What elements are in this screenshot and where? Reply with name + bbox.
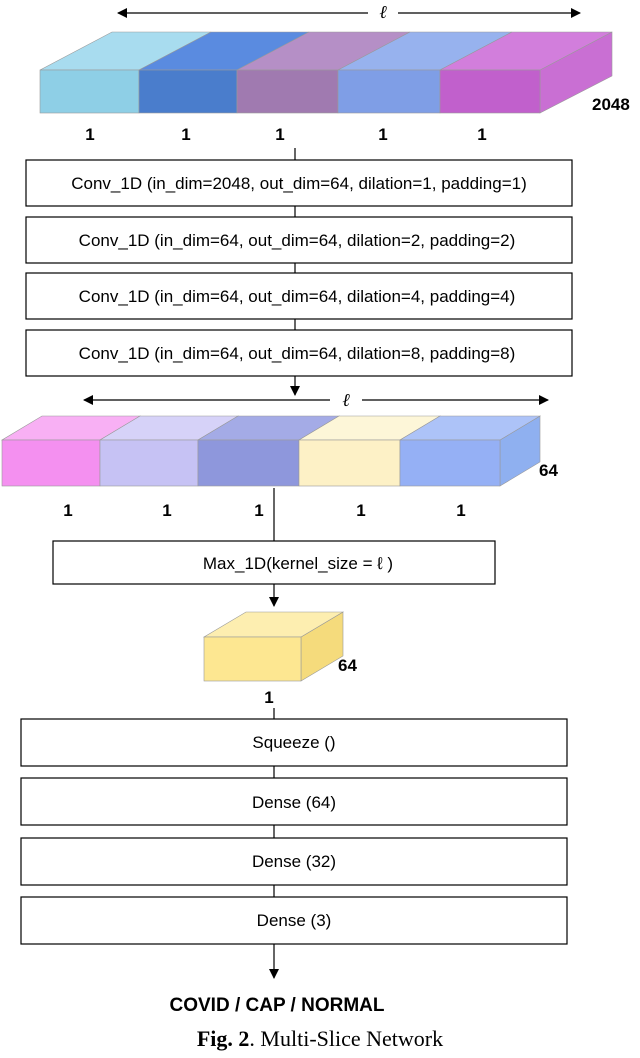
- dense-layer-1-box: [20, 718, 568, 767]
- conv-layer-3-label: Conv_1D (in_dim=64, out_dim=64, dilation…: [79, 287, 516, 306]
- input-slice-front-1: [39, 69, 140, 114]
- input-depth-label: 2048: [592, 95, 630, 114]
- input-slice-label-5: 1: [477, 125, 486, 144]
- mid-depth-label: 64: [539, 461, 558, 480]
- caption-text: . Multi-Slice Network: [249, 1026, 444, 1051]
- figure-caption: Fig. 2. Multi-Slice Network: [0, 1026, 640, 1052]
- conv-layer-2-box: [25, 216, 573, 264]
- mid-slice-label-1: 1: [63, 501, 72, 520]
- input-slice-front-4: [337, 69, 441, 114]
- dense-layer-3-box: [20, 837, 568, 886]
- conv-layer-1-label: Conv_1D (in_dim=2048, out_dim=64, dilati…: [71, 174, 527, 193]
- input-slice-label-2: 1: [181, 125, 190, 144]
- input-slice-label-4: 1: [378, 125, 387, 144]
- maxpool-label: Max_1D(kernel_size = ℓ ): [203, 554, 393, 573]
- pooled-depth-label: 64: [338, 656, 357, 675]
- input-slice-front-3: [236, 69, 339, 114]
- mid-slice-label-4: 1: [356, 501, 365, 520]
- dense-layer-4-box: [20, 896, 568, 945]
- input-length-symbol: ℓ: [379, 2, 387, 23]
- input-slice-label-1: 1: [85, 125, 94, 144]
- output-classes-label: COVID / CAP / NORMAL: [170, 995, 385, 1016]
- dense-layer-2-box: [20, 777, 568, 826]
- dense-layer-1-label: Squeeze (): [252, 733, 335, 752]
- dense-layer-3-label: Dense (32): [252, 852, 336, 871]
- mid-slice-front-2: [99, 439, 199, 487]
- conv-stack: Conv_1D (in_dim=2048, out_dim=64, dilati…: [25, 159, 573, 377]
- pooled-tensor-front-face: [203, 636, 302, 682]
- conv-layer-1-box: [25, 159, 573, 207]
- mid-tensor: ℓ 64 1 1 1 1 1: [0, 390, 558, 520]
- mid-slice-label-5: 1: [456, 501, 465, 520]
- mid-slice-label-2: 1: [162, 501, 171, 520]
- dense-stack: Squeeze () Dense (64) Dense (32) Dense (…: [20, 718, 568, 945]
- caption-prefix: Fig. 2: [196, 1026, 250, 1051]
- mid-slice-front-4: [298, 439, 401, 487]
- mid-slice-front-5: [399, 439, 501, 487]
- conv-layer-4-box: [25, 329, 573, 377]
- conv-layer-2-label: Conv_1D (in_dim=64, out_dim=64, dilation…: [79, 231, 516, 250]
- input-slice-label-3: 1: [275, 125, 284, 144]
- maxpool-box: [52, 540, 496, 585]
- mid-slice-front-3: [197, 439, 300, 487]
- pooled-slice-label: 1: [264, 688, 273, 707]
- mid-slice-label-3: 1: [254, 501, 263, 520]
- dense-layer-4-label: Dense (3): [257, 911, 332, 930]
- network-diagram: ℓ 2048 1 1 1 1 1 Conv_1D (in_dim=2048, o…: [0, 2, 630, 1016]
- input-slice-front-5: [439, 69, 541, 114]
- input-tensor: ℓ 2048 1 1 1 1 1: [39, 2, 630, 144]
- mid-slice-front-1: [1, 439, 101, 487]
- conv-layer-3-box: [25, 272, 573, 320]
- conv-layer-4-label: Conv_1D (in_dim=64, out_dim=64, dilation…: [79, 344, 516, 363]
- pooled-tensor: 64 1: [202, 611, 357, 707]
- dense-layer-2-label: Dense (64): [252, 793, 336, 812]
- input-slice-front-2: [138, 69, 238, 114]
- mid-length-symbol: ℓ: [342, 390, 350, 411]
